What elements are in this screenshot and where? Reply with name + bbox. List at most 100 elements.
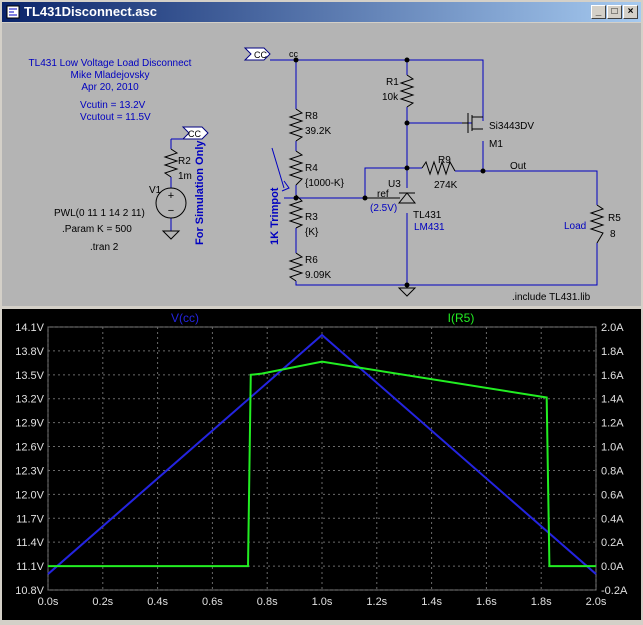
- y-right-tick-label: 1.6A: [601, 370, 624, 382]
- tran-directive: .tran 2: [90, 242, 119, 253]
- series-vcc-line: [47, 333, 597, 575]
- desc-line-2: Mike Mladejovsky: [71, 70, 150, 81]
- x-tick-label: 1.2s: [366, 596, 387, 608]
- y-right-tick-label: 1.2A: [601, 418, 624, 430]
- y-left-tick-label: 13.2V: [15, 394, 44, 406]
- desc-line-3: Apr 20, 2010: [81, 82, 139, 93]
- mosfet-m1-symbol[interactable]: [462, 113, 483, 133]
- sim-only-note: For Simulation Only: [194, 140, 206, 245]
- tl431-u3-symbol[interactable]: [365, 192, 417, 204]
- svg-text:+: +: [168, 190, 174, 202]
- y-right-tick-label: 0.0A: [601, 561, 624, 573]
- r6-value: 9.09K: [305, 270, 331, 281]
- wires: [170, 59, 598, 288]
- schematic-file-icon: [6, 5, 20, 19]
- y-left-tick-label: 11.7V: [16, 513, 45, 525]
- series-ir5-line: [48, 360, 596, 568]
- r1-name: R1: [386, 77, 399, 88]
- r5-name: R5: [608, 213, 621, 224]
- y-left-tick-label: 14.1V: [15, 322, 44, 334]
- cc-flag2-label: CC: [188, 129, 201, 139]
- trimpot-note: 1K Trimpot: [269, 187, 281, 245]
- svg-text:−: −: [168, 205, 174, 217]
- window-title: TL431Disconnect.asc: [24, 4, 157, 19]
- r2-name: R2: [178, 156, 191, 167]
- y-left-tick-label: 13.5V: [15, 370, 44, 382]
- minimize-button[interactable]: _: [591, 5, 606, 19]
- r9-value: 274K: [434, 180, 458, 191]
- x-tick-label: 1.4s: [421, 596, 442, 608]
- y-left-tick-label: 12.6V: [15, 442, 44, 454]
- ref-net-label: ref: [377, 189, 389, 200]
- y-right-tick-label: 1.8A: [601, 346, 624, 358]
- r4-name: R4: [305, 163, 318, 174]
- u3-name: U3: [388, 179, 401, 190]
- y-right-tick-label: 2.0A: [601, 322, 624, 334]
- r5-value: 8: [610, 229, 616, 240]
- y-right-tick-label: -0.2A: [601, 585, 628, 597]
- vcutout-text: Vcutout = 11.5V: [80, 112, 151, 123]
- include-directive: .include TL431.lib: [512, 292, 591, 303]
- r9-name: R9: [438, 155, 451, 166]
- schematic-drawing: TL431 Low Voltage Load Disconnect Mike M…: [29, 47, 621, 303]
- v1-source-symbol[interactable]: [155, 187, 187, 219]
- ground-icon: [161, 230, 181, 240]
- y-left-tick-label: 12.9V: [15, 418, 44, 430]
- cc-net-flag[interactable]: [243, 47, 271, 61]
- v1-name: V1: [149, 185, 162, 196]
- cc-net-flag-2[interactable]: [181, 126, 209, 140]
- x-tick-label: 0.2s: [92, 596, 113, 608]
- r3-name: R3: [305, 212, 318, 223]
- r6-name: R6: [305, 255, 318, 266]
- resistors: [163, 74, 605, 282]
- ref-voltage: (2.5V): [370, 203, 397, 214]
- r2-value: 1m: [178, 171, 192, 182]
- close-button[interactable]: ×: [623, 5, 638, 19]
- load-label: Load: [564, 221, 586, 232]
- x-tick-label: 1.0s: [312, 596, 333, 608]
- r8-name: R8: [305, 111, 318, 122]
- u3-value: TL431: [413, 210, 442, 221]
- y-left-tick-label: 10.8V: [15, 585, 44, 597]
- waveform-viewer[interactable]: 0.0s 0.2s 0.4s 0.6s 0.8s 1.0s 1.2s 1.4s 1.6s 1.8s…: [2, 309, 641, 620]
- y-left-tick-label: 12.0V: [15, 489, 44, 501]
- legend-ir5: I(R5): [448, 311, 475, 325]
- y-right-tick-label: 0.2A: [601, 537, 624, 549]
- y-right-tick-label: 1.4A: [601, 394, 624, 406]
- r4-value: {1000-K}: [305, 178, 345, 189]
- y-right-tick-label: 0.6A: [601, 489, 624, 501]
- u3-alt: LM431: [414, 222, 445, 233]
- r1-value: 10k: [382, 92, 399, 103]
- y-left-tick-label: 12.3V: [15, 465, 44, 477]
- x-tick-label: 0.8s: [257, 596, 278, 608]
- desc-line-1: TL431 Low Voltage Load Disconnect: [29, 58, 192, 69]
- ground-icon-2: [397, 287, 417, 297]
- x-tick-label: 1.6s: [476, 596, 497, 608]
- legend-vcc: V(cc): [171, 311, 199, 325]
- x-tick-label: 0.6s: [202, 596, 223, 608]
- maximize-button[interactable]: □: [607, 5, 622, 19]
- cc-net-label: cc: [289, 49, 299, 59]
- x-tick-label: 1.8s: [531, 596, 552, 608]
- y-right-tick-label: 0.4A: [601, 513, 624, 525]
- x-tick-label: 2.0s: [586, 596, 607, 608]
- x-tick-label: 0.4s: [147, 596, 168, 608]
- v1-value: PWL(0 11 1 14 2 11): [54, 208, 145, 219]
- y-right-tick-label: 0.8A: [601, 465, 624, 477]
- y-left-tick-label: 13.8V: [15, 346, 44, 358]
- r8-value: 39.2K: [305, 126, 331, 137]
- out-net-label: Out: [510, 161, 526, 172]
- waveform-plot: 0.0s 0.2s 0.4s 0.6s 0.8s 1.0s 1.2s 1.4s 1.6s 1.8s…: [15, 311, 628, 608]
- schematic-canvas[interactable]: TL431 Low Voltage Load Disconnect Mike M…: [2, 23, 641, 309]
- m1-name: M1: [489, 139, 503, 150]
- param-directive: .Param K = 500: [62, 224, 132, 235]
- y-left-tick-label: 11.4V: [16, 537, 45, 549]
- y-left-tick-label: 11.1V: [16, 561, 45, 573]
- vcutin-text: Vcutin = 13.2V: [80, 100, 146, 111]
- x-tick-label: 0.0s: [38, 596, 59, 608]
- y-right-tick-label: 1.0A: [601, 442, 624, 454]
- cc-flag-label: CC: [254, 50, 267, 60]
- title-bar[interactable]: TL431Disconnect.asc _ □ ×: [2, 2, 641, 22]
- m1-value: Si3443DV: [489, 121, 534, 132]
